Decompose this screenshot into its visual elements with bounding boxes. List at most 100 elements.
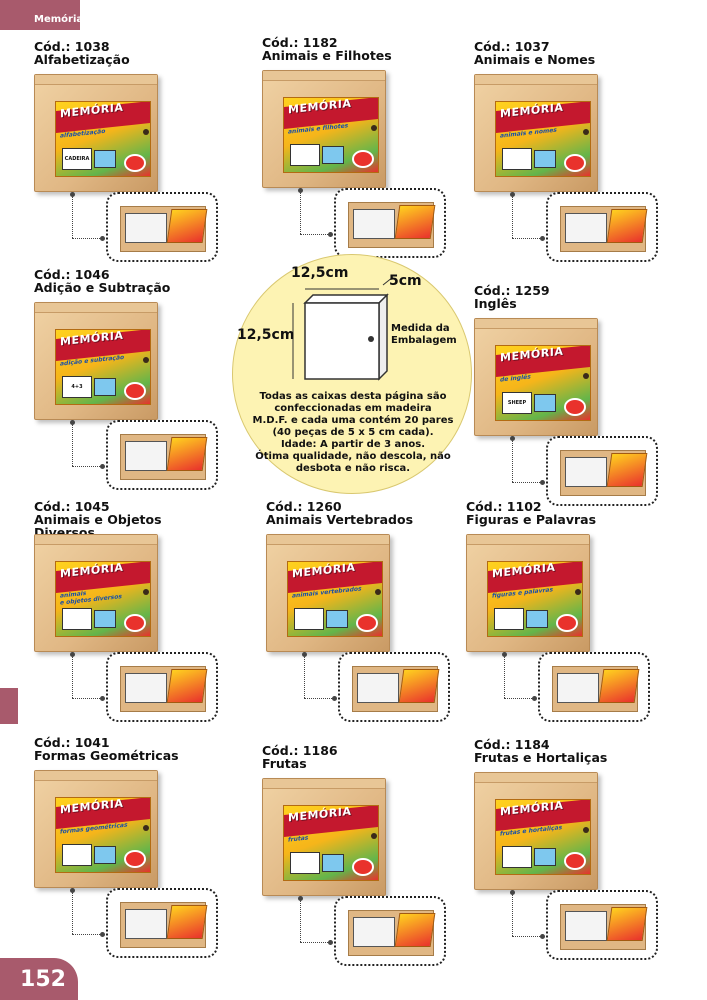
finger-hole bbox=[575, 589, 581, 595]
connector-dot bbox=[298, 188, 303, 193]
open-box-image bbox=[352, 666, 440, 712]
box-lid-edge bbox=[475, 773, 597, 783]
info-circle: 12,5cm 5cm 12,5cm Medida da Embalagem To… bbox=[232, 254, 472, 494]
memory-pieces bbox=[125, 909, 167, 939]
connector-dot bbox=[328, 232, 333, 237]
brand-logo-icon bbox=[564, 398, 586, 416]
info-line: confeccionadas em madeira bbox=[274, 403, 432, 414]
brand-logo-icon bbox=[124, 614, 146, 632]
open-box-detail bbox=[538, 652, 650, 722]
finger-hole bbox=[143, 357, 149, 363]
open-box-detail bbox=[106, 192, 218, 262]
box-lid-edge bbox=[35, 535, 157, 545]
page-number-text: 152 bbox=[20, 966, 66, 992]
connector-dot bbox=[540, 480, 545, 485]
box-card-picture bbox=[326, 610, 348, 628]
memory-pieces bbox=[557, 673, 599, 703]
memory-pieces bbox=[353, 917, 395, 947]
brand-logo-icon bbox=[556, 614, 578, 632]
box-card-picture bbox=[94, 846, 116, 864]
connector-dot bbox=[540, 236, 545, 241]
connector-dot bbox=[70, 652, 75, 657]
box-lid-edge bbox=[267, 535, 389, 545]
box-card-picture bbox=[534, 394, 556, 412]
open-box-detail bbox=[106, 888, 218, 958]
open-box-detail bbox=[106, 420, 218, 490]
open-box-image bbox=[560, 904, 648, 950]
connector-line bbox=[72, 654, 73, 698]
box-lid bbox=[166, 905, 208, 939]
product-code: Cód.: 1184 bbox=[474, 737, 550, 752]
finger-hole bbox=[143, 589, 149, 595]
box-lid-edge bbox=[475, 75, 597, 85]
memory-pieces bbox=[353, 209, 395, 239]
open-box-image bbox=[348, 910, 436, 956]
box-lid-edge bbox=[35, 303, 157, 313]
info-text: Todas as caixas desta página são confecc… bbox=[251, 391, 455, 475]
connector-line bbox=[512, 194, 513, 238]
open-box-image bbox=[560, 450, 648, 496]
open-box-detail bbox=[546, 192, 658, 262]
finger-hole bbox=[583, 827, 589, 833]
connector-dot bbox=[100, 464, 105, 469]
box-card bbox=[502, 148, 532, 170]
finger-hole bbox=[143, 129, 149, 135]
product-code: Cód.: 1037 bbox=[474, 39, 550, 54]
open-box-detail bbox=[106, 652, 218, 722]
box-card bbox=[290, 852, 320, 874]
memory-pieces bbox=[357, 673, 399, 703]
product-name: Frutas bbox=[262, 756, 307, 771]
info-line: Todas as caixas desta página são bbox=[259, 391, 447, 402]
connector-dot bbox=[298, 896, 303, 901]
info-line: Idade: A partir de 3 anos. bbox=[280, 439, 426, 450]
connector-line bbox=[72, 890, 73, 934]
connector-line bbox=[300, 190, 301, 234]
open-box-image bbox=[120, 434, 208, 480]
connector-line bbox=[300, 942, 332, 943]
connector-line bbox=[72, 238, 104, 239]
connector-line bbox=[72, 422, 73, 466]
connector-line bbox=[300, 234, 332, 235]
box-lid-edge bbox=[263, 71, 385, 81]
box-lid bbox=[166, 437, 208, 471]
depth-dimension: 5cm bbox=[389, 273, 422, 289]
brand-logo-icon bbox=[124, 850, 146, 868]
open-box-image bbox=[348, 202, 436, 248]
box-card bbox=[502, 846, 532, 868]
box-lid-edge bbox=[475, 319, 597, 329]
brand-logo-icon bbox=[352, 150, 374, 168]
connector-dot bbox=[100, 932, 105, 937]
connector-dot bbox=[100, 236, 105, 241]
box-card-picture bbox=[526, 610, 548, 628]
product-code: Cód.: 1186 bbox=[262, 743, 338, 758]
finger-hole bbox=[371, 833, 377, 839]
open-box-detail bbox=[334, 188, 446, 258]
brand-logo-icon bbox=[352, 858, 374, 876]
finger-hole bbox=[583, 373, 589, 379]
box-card bbox=[62, 608, 92, 630]
box-lid-edge bbox=[35, 75, 157, 85]
width-dimension: 12,5cm bbox=[291, 265, 349, 281]
box-card: SHEEP bbox=[502, 392, 532, 414]
product-name: Figuras e Palavras bbox=[466, 512, 597, 527]
open-box-detail bbox=[334, 896, 446, 966]
box-card-picture bbox=[94, 150, 116, 168]
connector-dot bbox=[302, 652, 307, 657]
box-lid bbox=[606, 907, 648, 941]
connector-dot bbox=[100, 696, 105, 701]
